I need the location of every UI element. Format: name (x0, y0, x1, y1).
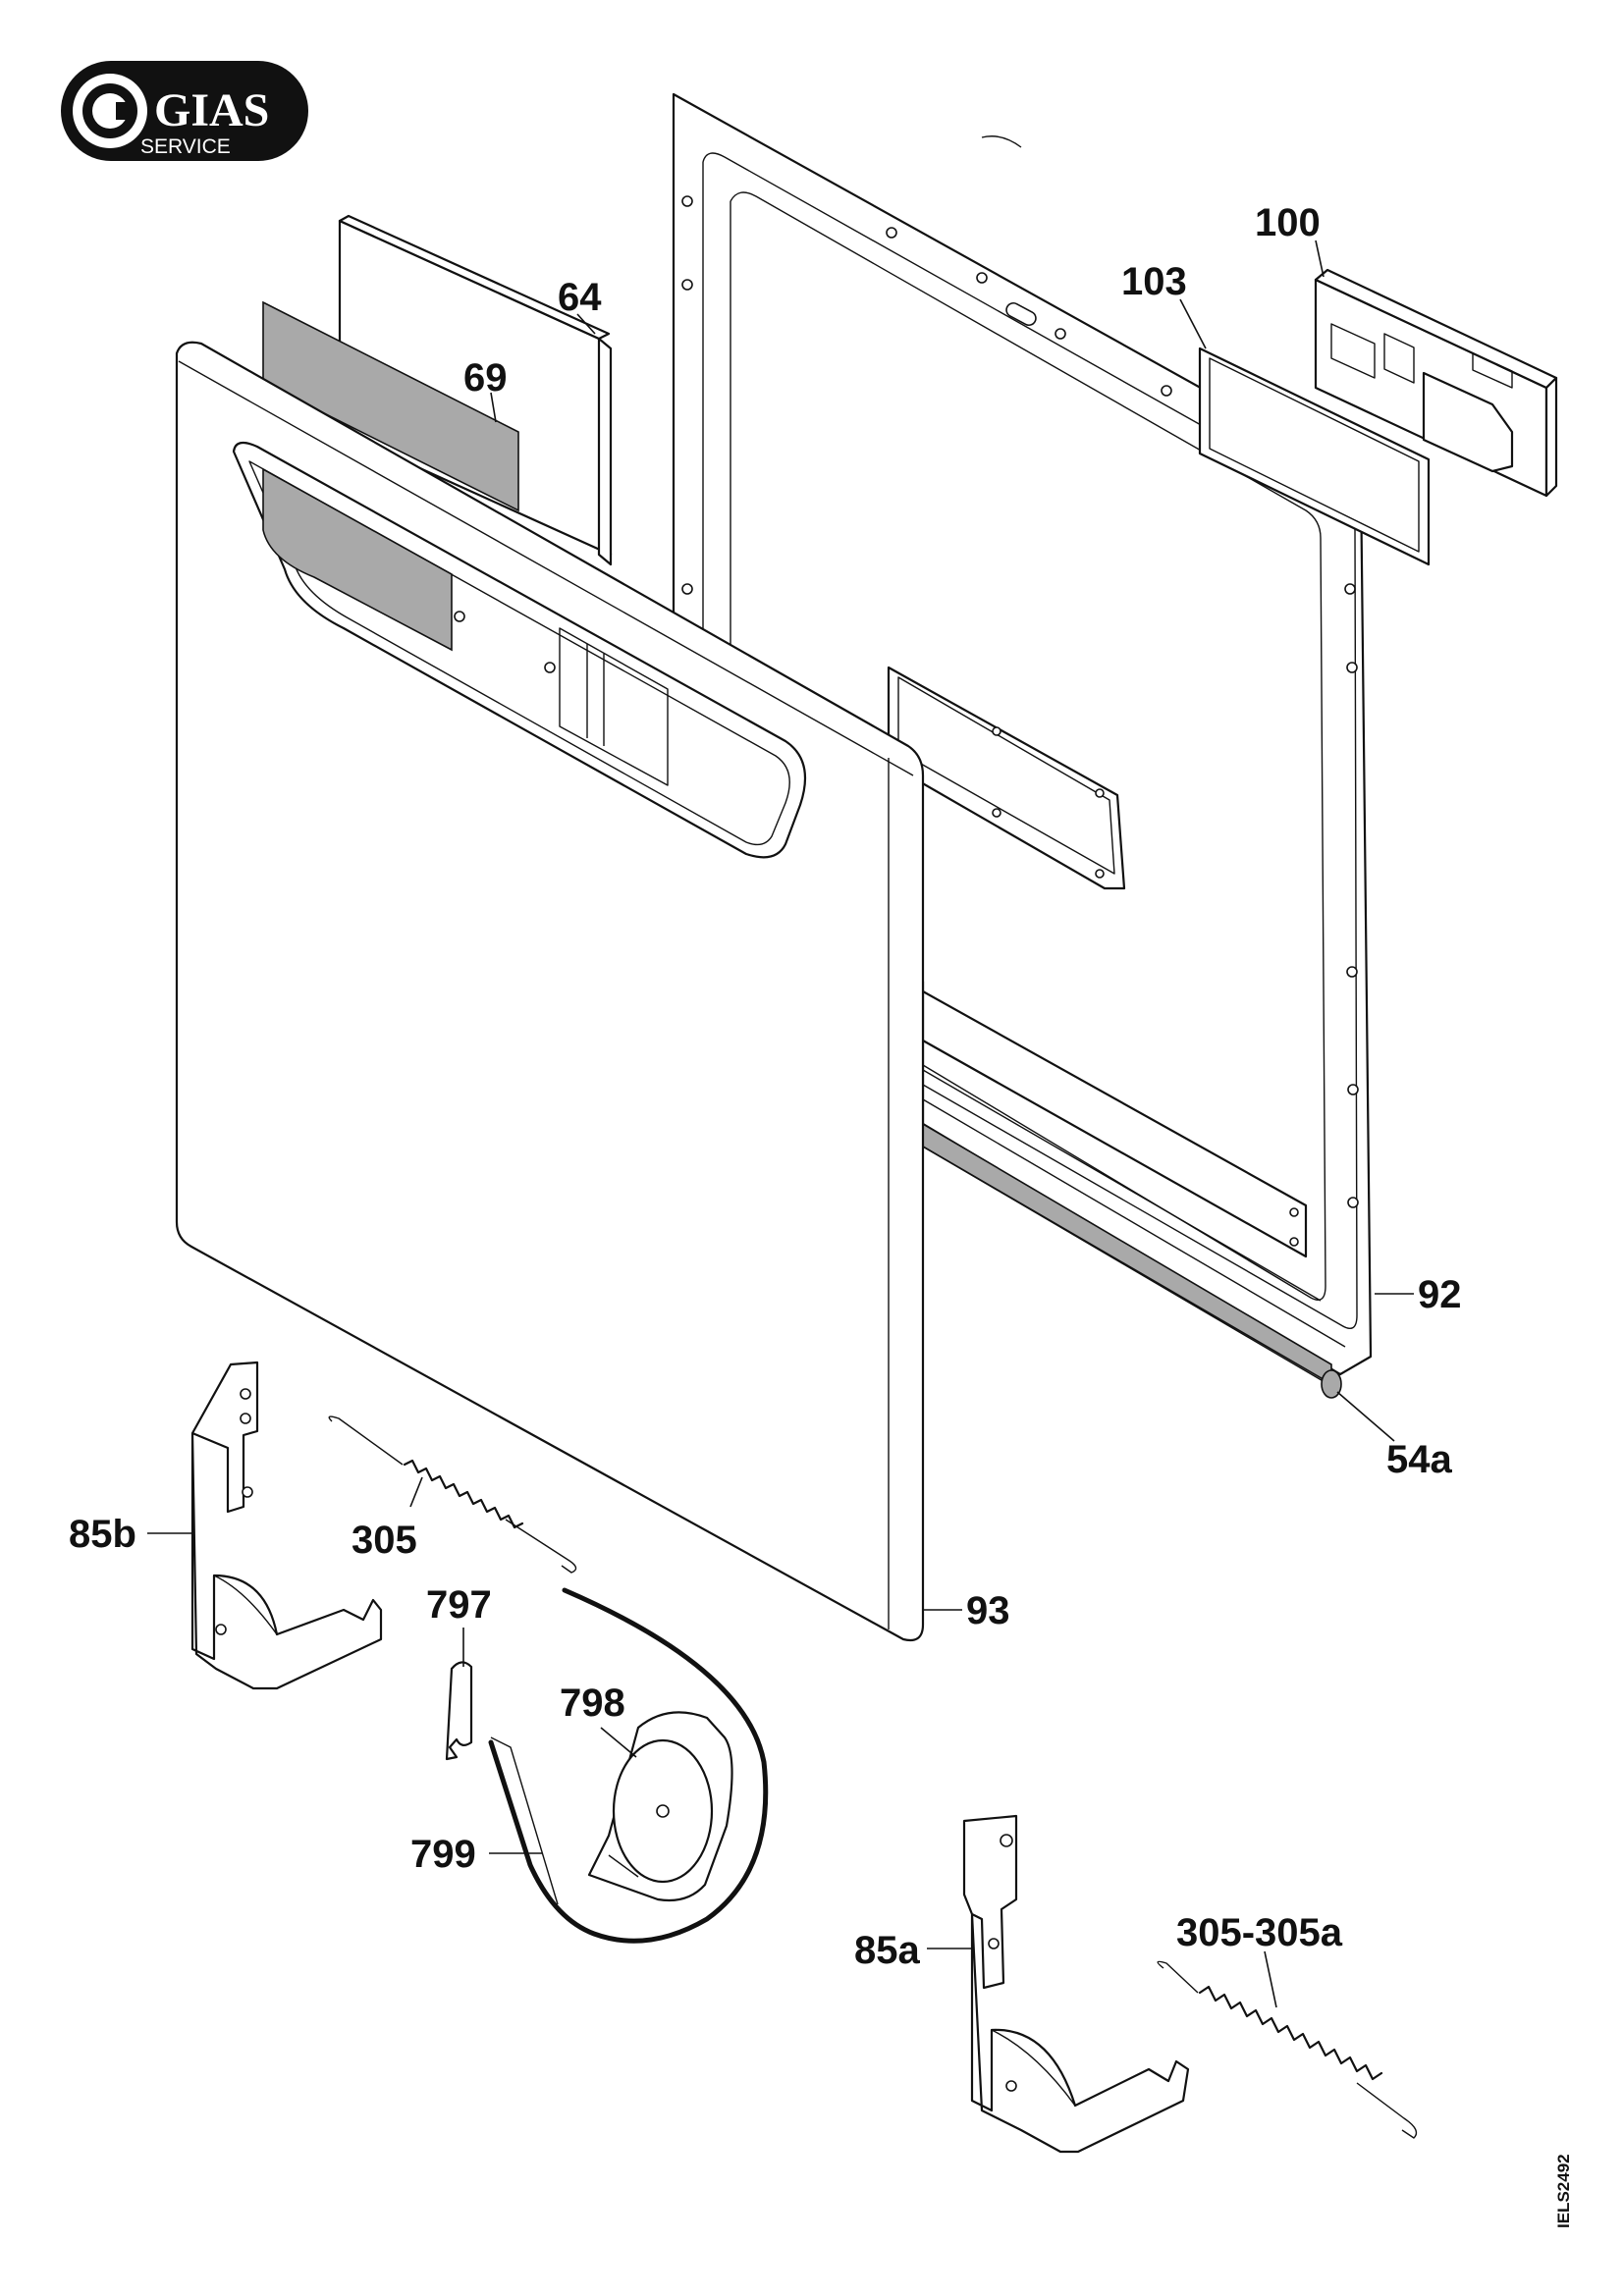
callout-797: 797 (426, 1583, 492, 1627)
callout-labels: 64 69 100 103 92 54a 93 85b 305 797 798 … (69, 201, 1462, 1972)
callout-69: 69 (463, 356, 508, 400)
clip-797 (445, 1661, 559, 1905)
pulley-798 (587, 1711, 733, 1902)
gasket-103 (1198, 347, 1431, 566)
insulation-panel-64 (338, 214, 613, 566)
callout-799: 799 (410, 1833, 476, 1876)
callout-305: 305 (352, 1519, 417, 1562)
logo-brand-text: GIAS (154, 84, 269, 136)
spring-305 (328, 1415, 577, 1574)
inner-door-panel (672, 92, 1373, 1376)
hinge-85b (190, 1361, 383, 1690)
callout-305-305a: 305-305a (1176, 1911, 1343, 1954)
spring-305-305a (1157, 1960, 1418, 2139)
outer-door-panel (175, 341, 925, 1642)
callout-798: 798 (560, 1682, 625, 1725)
drawing-code: IELS2492 (1554, 2154, 1573, 2228)
callout-100: 100 (1255, 201, 1321, 244)
callout-93: 93 (966, 1589, 1010, 1632)
callout-54a: 54a (1386, 1438, 1452, 1481)
cable-799 (488, 1587, 769, 1944)
callout-85a: 85a (854, 1929, 920, 1972)
callout-92: 92 (1418, 1273, 1462, 1316)
leader-lines (147, 240, 1414, 2008)
insulation-sheet-69 (262, 300, 519, 512)
gias-service-logo: GIAS SERVICE (61, 61, 308, 161)
callout-103: 103 (1121, 260, 1187, 303)
logo-subtitle-text: SERVICE (140, 135, 231, 158)
hinge-85a (962, 1814, 1190, 2154)
callout-85b: 85b (69, 1513, 136, 1556)
callout-64: 64 (558, 276, 602, 319)
control-module-100 (1314, 268, 1558, 498)
